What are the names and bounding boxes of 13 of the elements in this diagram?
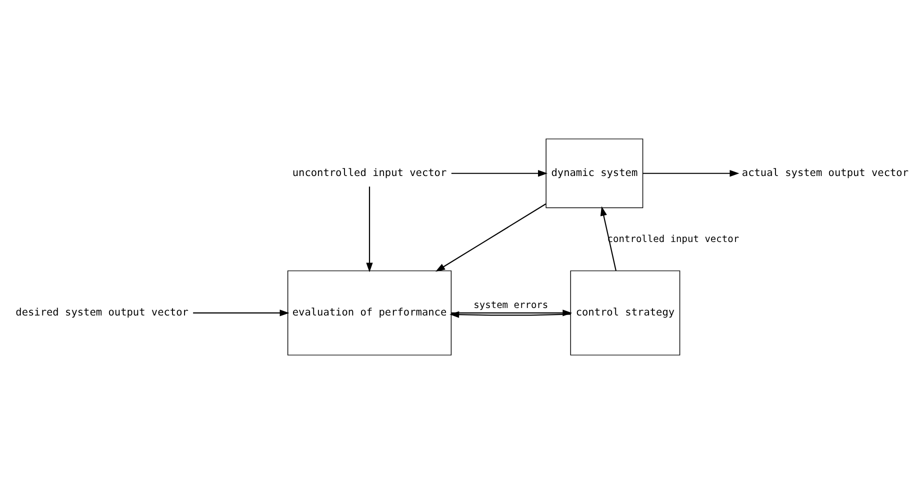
node-box: evaluation of performance (287, 270, 452, 355)
node-box: control strategy (570, 270, 680, 355)
arrow (436, 202, 546, 272)
arrow (366, 186, 373, 272)
arrow (642, 170, 740, 176)
node-text: uncontrolled input vector (292, 166, 447, 179)
edge-label: system errors (474, 300, 548, 311)
arrow (451, 170, 548, 176)
node-text: actual system output vector (742, 166, 909, 179)
arrow (193, 309, 290, 316)
node-box: dynamic system (546, 138, 644, 208)
node-text: desired system output vector (16, 306, 188, 318)
arrow (600, 206, 616, 270)
